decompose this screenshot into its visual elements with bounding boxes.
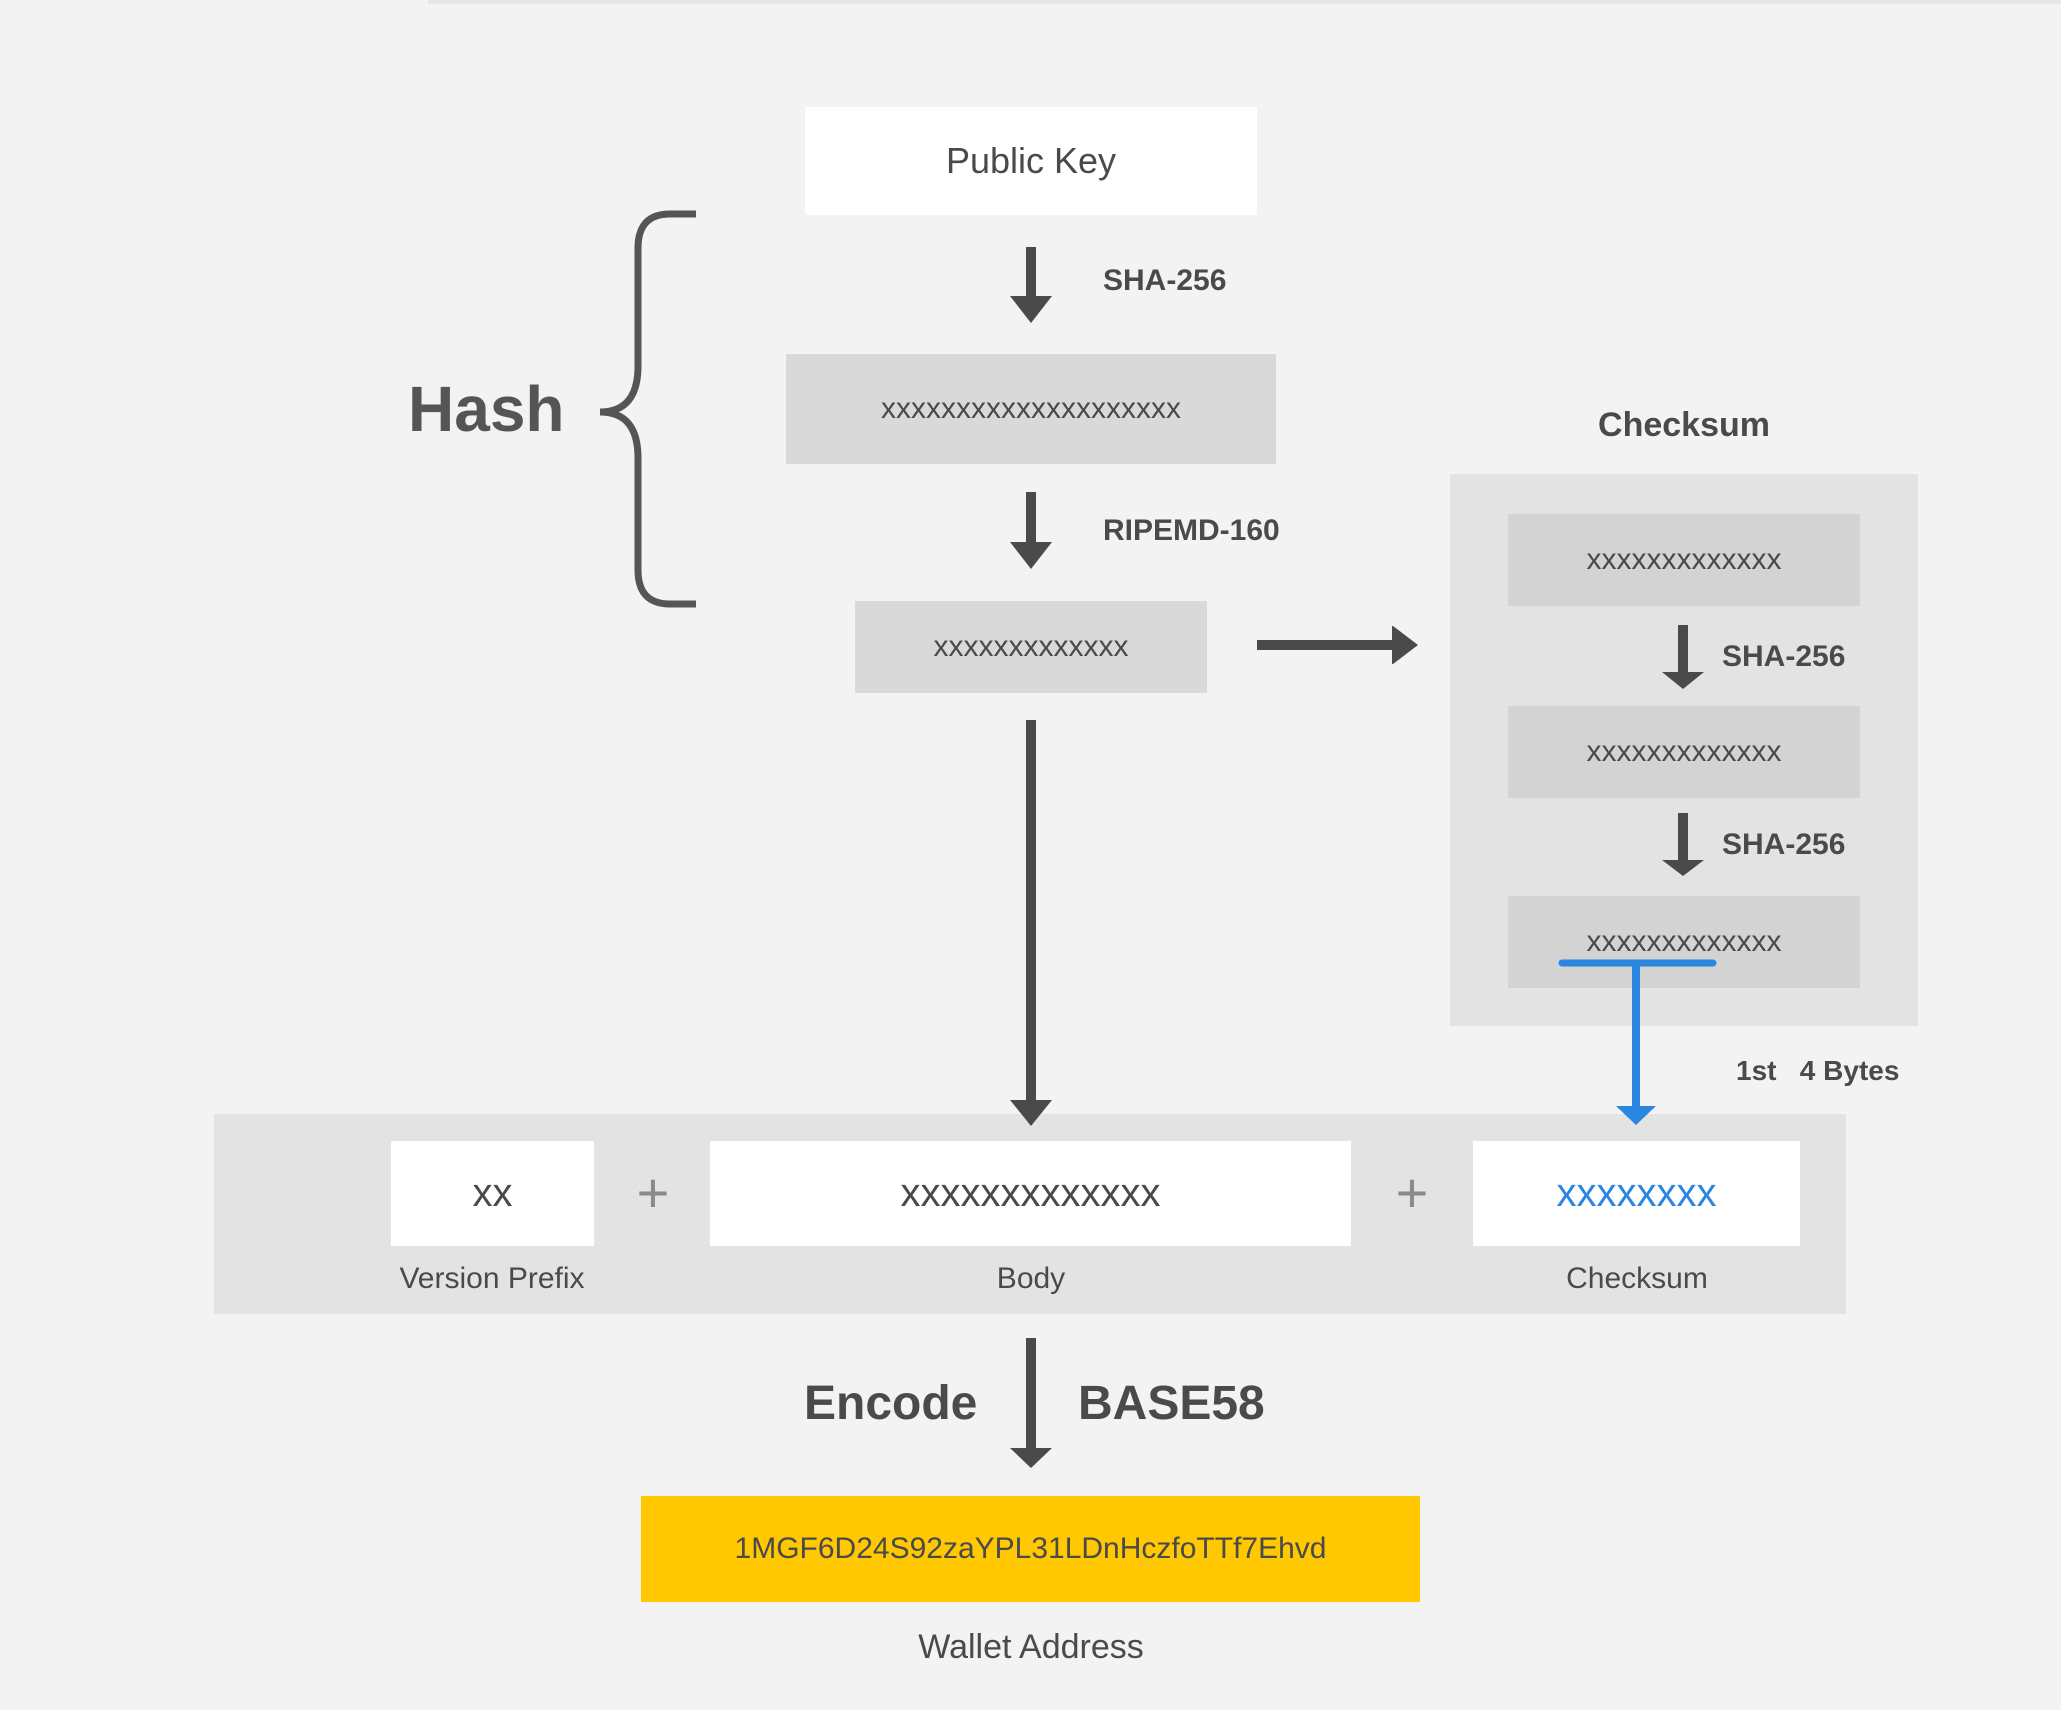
public-key-label: Public Key [945,140,1117,181]
base58-label: BASE58 [1078,1377,1265,1430]
first-four-bytes-label: 1st 4 Bytes [1736,1055,1900,1086]
checksum-round1-value: xxxxxxxxxxxxx [1586,735,1782,768]
sha256-result-value: xxxxxxxxxxxxxxxxxxxx [881,392,1181,425]
body-box: xxxxxxxxxxxxx [710,1141,1351,1246]
checksum-label: Checksum [1566,1262,1708,1295]
checksum-sha256-label-1: SHA-256 [1722,640,1846,673]
arrow-down-sha256 [1010,247,1052,323]
sha256-step-label: SHA-256 [1103,264,1227,297]
arrow-down-to-body [1010,720,1052,1126]
wallet-address-value: 1MGF6D24S92zaYPL31LDnHczfoTTf7Ehvd [734,1532,1327,1565]
arrow-right-to-checksum [1257,626,1418,664]
plus-sign-1: + [636,1161,670,1224]
ripemd160-result-box: xxxxxxxxxxxxx [855,601,1207,693]
checksum-round2-value: xxxxxxxxxxxxx [1586,925,1782,958]
top-divider [428,0,2061,4]
checksum-input-box: xxxxxxxxxxxxx [1508,514,1860,606]
arrow-down-encode [1010,1338,1052,1468]
checksum-title: Checksum [1598,406,1770,444]
wallet-address-label: Wallet Address [918,1628,1144,1666]
checksum-round1-box: xxxxxxxxxxxxx [1508,706,1860,798]
checksum-value: xxxxxxxx [1556,1171,1717,1215]
encode-label: Encode [804,1377,978,1430]
public-key-box: Public Key [805,107,1257,215]
checksum-value-box: xxxxxxxx [1473,1141,1800,1246]
checksum-sha256-label-2: SHA-256 [1722,828,1846,861]
arrow-down-ripemd160 [1010,492,1052,569]
hash-brace [599,210,696,608]
version-prefix-label: Version Prefix [399,1262,585,1295]
version-prefix-value: xx [472,1171,513,1215]
plus-sign-2: + [1395,1161,1429,1224]
hash-label: Hash [408,373,565,445]
checksum-round2-box: xxxxxxxxxxxxx [1508,896,1860,988]
body-label: Body [996,1262,1066,1295]
ripemd160-result-value: xxxxxxxxxxxxx [933,630,1129,663]
checksum-input-value: xxxxxxxxxxxxx [1586,543,1782,576]
wallet-address-box: 1MGF6D24S92zaYPL31LDnHczfoTTf7Ehvd [641,1496,1420,1602]
version-prefix-box: xx [391,1141,594,1246]
ripemd160-step-label: RIPEMD-160 [1103,514,1280,547]
body-value: xxxxxxxxxxxxx [900,1171,1161,1215]
sha256-result-box: xxxxxxxxxxxxxxxxxxxx [786,354,1276,464]
